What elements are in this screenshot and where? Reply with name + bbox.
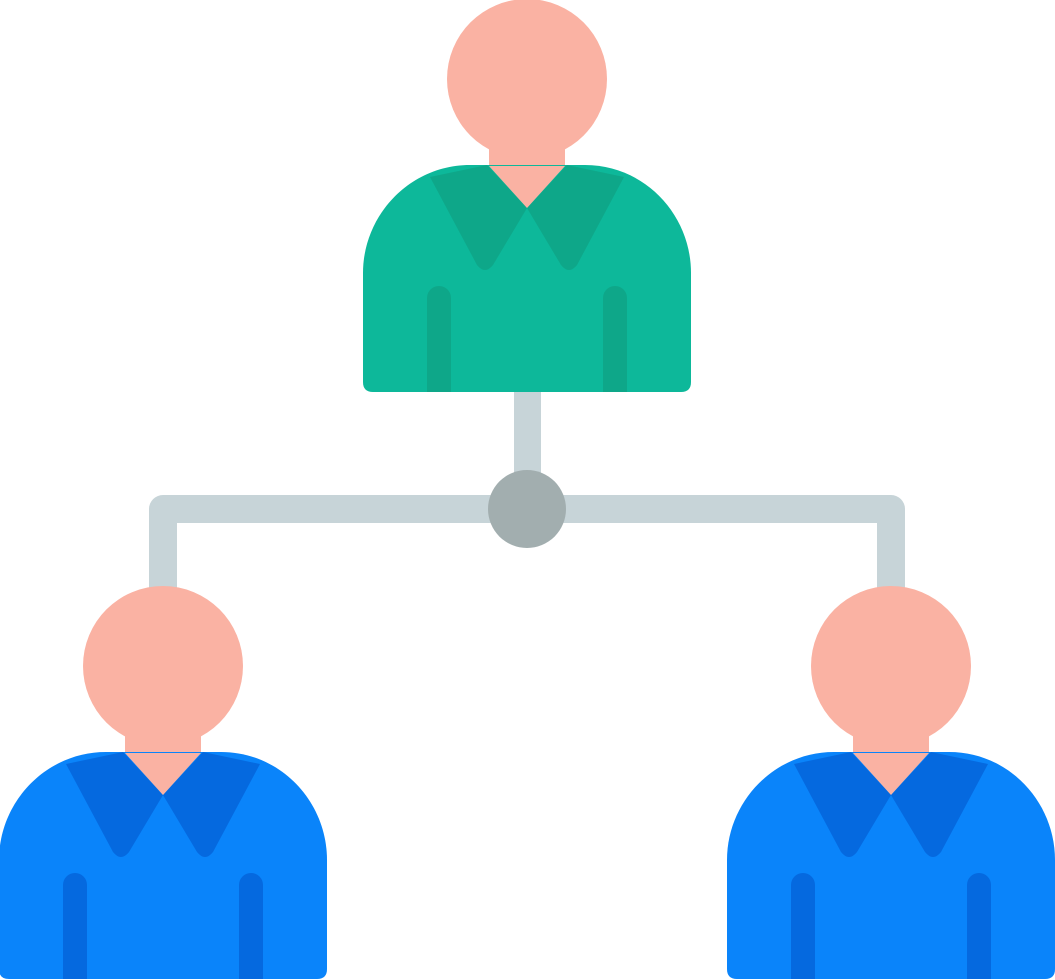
arm-line-left bbox=[63, 873, 87, 979]
arm-line-right bbox=[239, 873, 263, 979]
head bbox=[447, 0, 607, 159]
collar-left bbox=[430, 165, 527, 270]
person-left bbox=[0, 586, 327, 979]
arm-line-right bbox=[603, 286, 627, 392]
neck-v bbox=[853, 753, 929, 795]
neck-v bbox=[489, 166, 565, 208]
neck-v bbox=[125, 753, 201, 795]
arm-line-right bbox=[967, 873, 991, 979]
collar-right bbox=[891, 752, 988, 857]
arm-line-left bbox=[427, 286, 451, 392]
person-top bbox=[363, 0, 691, 392]
collar-right bbox=[527, 165, 624, 270]
person-right bbox=[727, 586, 1055, 979]
head bbox=[811, 586, 971, 746]
arm-line-left bbox=[791, 873, 815, 979]
connector-vertical-top bbox=[514, 385, 541, 485]
collar-right bbox=[163, 752, 260, 857]
connector-lines bbox=[149, 385, 905, 614]
collar-left bbox=[794, 752, 891, 857]
junction-node bbox=[488, 470, 566, 548]
head bbox=[83, 586, 243, 746]
collar-left bbox=[66, 752, 163, 857]
